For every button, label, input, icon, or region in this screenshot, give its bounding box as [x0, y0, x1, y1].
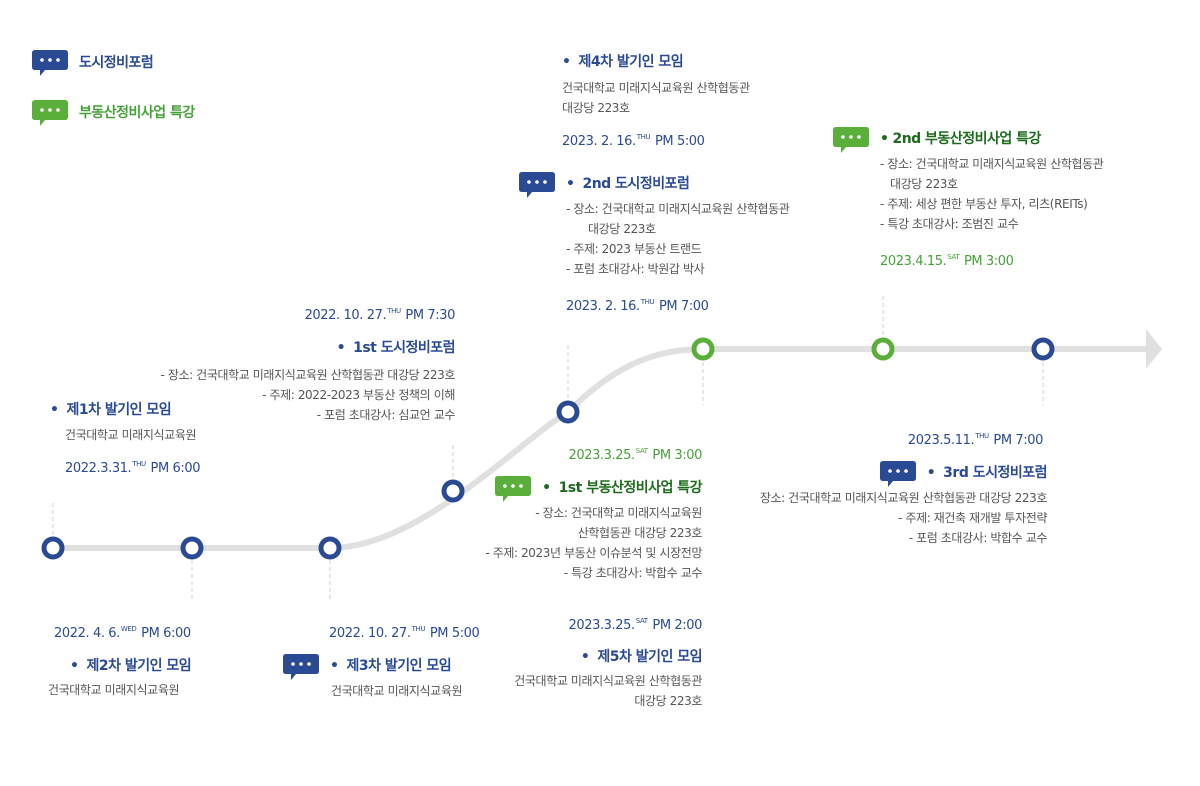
event-date: 2023.4.15.SAT PM 3:00: [880, 253, 1014, 269]
event-detail: - 주제: 2023 부동산 트랜드: [566, 242, 702, 256]
event-forum-2: •2nd 도시정비포럼 - 장소: 건국대학교 미래지식교육원 산학협동관 대강…: [518, 171, 790, 316]
speech-bubble-icon: [31, 49, 69, 76]
speech-bubble-icon: [31, 99, 69, 126]
event-detail: 대강당 223호: [634, 694, 702, 708]
timeline-node: [1031, 337, 1055, 361]
timeline-node: [180, 536, 204, 560]
timeline-node: [318, 536, 342, 560]
event-detail: - 장소: 건국대학교 미래지식교육원: [535, 506, 702, 520]
event-title: •제3차 발기인 모임: [282, 653, 479, 680]
event-title: •1st 부동산정비사업 특강: [485, 475, 703, 502]
event-title: •1st 도시정비포럼: [336, 340, 456, 356]
speech-bubble-icon: [494, 475, 532, 502]
event-detail: - 특강 초대강사: 박합수 교수: [563, 566, 703, 580]
timeline-node: [871, 337, 895, 361]
event-meeting-2: 2022. 4. 6.WED PM 6:00 •제2차 발기인 모임 건국대학교…: [48, 620, 196, 700]
legend-item-lecture: 부동산정비사업 특강: [31, 99, 195, 126]
event-detail: - 특강 초대강사: 조범진 교수: [880, 217, 1019, 231]
event-detail: 건국대학교 미래지식교육원: [48, 683, 180, 697]
event-title: •2nd 도시정비포럼: [518, 171, 789, 198]
event-detail: - 주제: 세상 편한 부동산 투자, 리츠(REITs): [880, 197, 1088, 211]
event-date: 2022. 10. 27.THU PM 7:30: [304, 307, 456, 323]
legend-label: 부동산정비사업 특강: [79, 105, 195, 121]
timeline-node: [441, 479, 465, 503]
event-detail: - 주제: 2023년 부동산 이슈분석 및 시장전망: [485, 546, 702, 560]
event-detail: 장소: 건국대학교 미래지식교육원 산학협동관 대강당 223호: [759, 491, 1048, 505]
event-title: •제2차 발기인 모임: [70, 658, 192, 674]
timeline-node: [691, 337, 715, 361]
event-title: •제4차 발기인 모임: [562, 54, 684, 70]
timeline-arrow-icon: [1146, 329, 1162, 369]
event-detail: - 주제: 재건축 재개발 투자전략: [898, 511, 1047, 525]
event-detail: - 포럼 초대강사: 심교언 교수: [316, 408, 456, 422]
speech-bubble-icon: [518, 171, 556, 198]
event-detail: - 장소: 건국대학교 미래지식교육원 산학협동관 대강당 223호: [160, 368, 456, 382]
guide-lines: [52, 296, 1044, 600]
speech-bubble-icon: [282, 653, 320, 680]
event-detail: - 포럼 초대강사: 박합수 교수: [908, 531, 1048, 545]
event-title: •제1차 발기인 모임: [50, 402, 172, 418]
event-lecture-2: •2nd 부동산정비사업 특강 - 장소: 건국대학교 미래지식교육원 산학협동…: [832, 126, 1104, 271]
event-meeting-3: 2022. 10. 27.THU PM 5:00 •제3차 발기인 모임 건국대…: [282, 620, 480, 701]
event-detail: - 장소: 건국대학교 미래지식교육원 산학협동관: [566, 202, 790, 216]
event-meeting-1: •제1차 발기인 모임 건국대학교 미래지식교육원 2022.3.31.THU …: [50, 399, 200, 478]
timeline-node: [556, 400, 580, 424]
event-detail: 대강당 223호: [890, 177, 958, 191]
event-forum-1: 2022. 10. 27.THU PM 7:30 •1st 도시정비포럼 - 장…: [161, 302, 456, 425]
event-title: •3rd 도시정비포럼: [760, 460, 1047, 487]
timeline-path: [50, 346, 1151, 551]
event-forum-3: 2023.5.11.THU PM 7:00 •3rd 도시정비포럼 장소: 건국…: [759, 427, 1048, 548]
event-detail: 건국대학교 미래지식교육원 산학협동관: [562, 81, 750, 95]
legend-label: 도시정비포럼: [79, 55, 154, 71]
event-date: 2023.3.25.SAT PM 3:00: [568, 447, 702, 463]
event-title: •제5차 발기인 모임: [580, 649, 703, 665]
event-detail: 건국대학교 미래지식교육원: [331, 684, 463, 698]
speech-bubble-icon: [832, 126, 870, 153]
event-lecture-1: 2023.3.25.SAT PM 3:00 •1st 부동산정비사업 특강 - …: [485, 442, 702, 583]
event-date: 2023. 2. 16.THU PM 5:00: [562, 133, 705, 149]
event-detail: - 주제: 2022-2023 부동산 정책의 이해: [262, 388, 455, 402]
event-date: 2023.5.11.THU PM 7:00: [907, 432, 1043, 448]
legend-item-forum: 도시정비포럼: [31, 49, 154, 76]
event-detail: - 포럼 초대강사: 박원갑 박사: [566, 262, 705, 276]
event-detail: 산학협동관 대강당 223호: [577, 526, 703, 540]
event-date: 2023. 2. 16.THU PM 7:00: [566, 298, 709, 314]
event-meeting-4: •제4차 발기인 모임 건국대학교 미래지식교육원 산학협동관 대강당 223호…: [562, 51, 750, 151]
timeline-node: [41, 536, 65, 560]
event-date: 2022.3.31.THU PM 6:00: [65, 460, 201, 476]
event-detail: 건국대학교 미래지식교육원: [65, 428, 197, 442]
event-date: 2022. 4. 6.WED PM 6:00: [54, 625, 191, 641]
event-date: 2022. 10. 27.THU PM 5:00: [329, 625, 480, 641]
event-meeting-5: 2023.3.25.SAT PM 2:00 •제5차 발기인 모임 건국대학교 …: [514, 612, 702, 711]
event-title: •2nd 부동산정비사업 특강: [832, 126, 1103, 153]
event-detail: 건국대학교 미래지식교육원 산학협동관: [514, 674, 702, 688]
event-detail: - 장소: 건국대학교 미래지식교육원 산학협동관: [880, 157, 1104, 171]
event-date: 2023.3.25.SAT PM 2:00: [568, 617, 702, 633]
event-detail: 대강당 223호: [562, 101, 630, 115]
event-detail: 대강당 223호: [588, 222, 656, 236]
speech-bubble-icon: [879, 460, 917, 487]
